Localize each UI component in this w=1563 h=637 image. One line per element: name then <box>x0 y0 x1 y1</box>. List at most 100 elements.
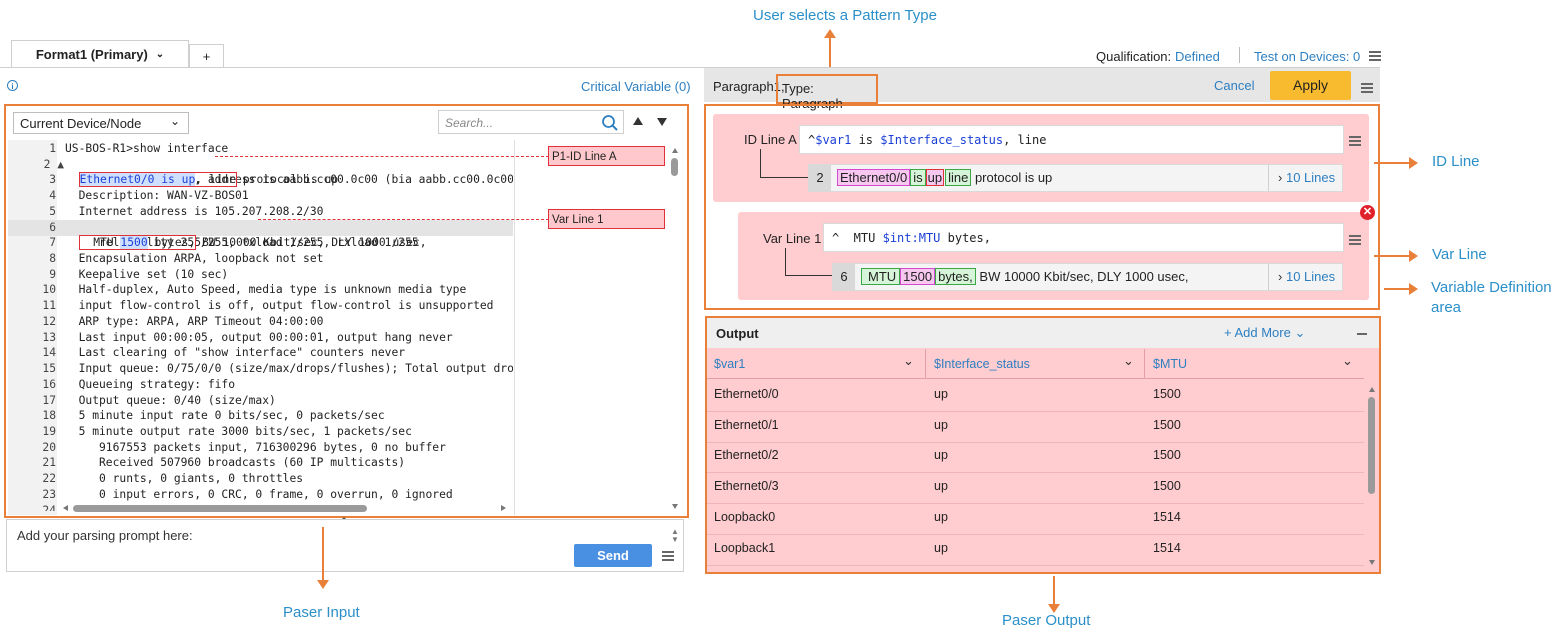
prompt-menu-icon[interactable] <box>662 549 674 563</box>
line-number: 19 <box>22 424 56 440</box>
cancel-button[interactable]: Cancel <box>1214 78 1254 93</box>
line-number: 16 <box>22 377 56 393</box>
header-divider <box>1239 47 1240 63</box>
var-def-callout-arrowhead <box>1409 283 1418 295</box>
code-line: input flow-control is off, output flow-c… <box>65 298 493 314</box>
id-sample-line-no: 2 <box>809 165 831 191</box>
pattern-type-arrowhead <box>824 29 836 38</box>
id-pattern-rest: , line <box>1003 133 1046 147</box>
code-line: ARP type: ARPA, ARP Timeout 04:00:00 <box>65 314 323 330</box>
id-sample-iface: Ethernet0/0 <box>837 169 910 186</box>
remove-var-line-icon[interactable]: ✕ <box>1360 205 1375 220</box>
prompt-placeholder: Add your parsing prompt here: <box>17 528 193 543</box>
id-sample-line: line <box>945 169 971 186</box>
line2-iface: Ethernet0/0 <box>80 173 155 186</box>
search-input[interactable]: Search... <box>438 110 624 134</box>
info-icon[interactable]: i <box>7 80 18 91</box>
code-line: Last clearing of "show interface" counte… <box>65 345 405 361</box>
id-pattern-is: is <box>851 133 880 147</box>
var-def-callout-arrow <box>1384 288 1410 290</box>
code-line: Output queue: 0/40 (size/max) <box>65 393 276 409</box>
line2-rest2: protocol is up <box>236 173 338 186</box>
line-number: 6 <box>22 220 56 236</box>
line-number: 15 <box>22 361 56 377</box>
code-view[interactable]: 1US-BOS-R1>show interface2 ▲3 Hardware i… <box>8 141 513 511</box>
var-line-match: MTU 1500 bytes, <box>80 236 196 249</box>
parser-output-frame <box>705 316 1381 574</box>
id-sample-rest: protocol is up <box>975 170 1052 185</box>
var-pattern-var: $int:MTU <box>883 231 941 245</box>
line-number: 12 <box>22 314 56 330</box>
id-line-callout-arrow <box>1374 162 1410 164</box>
var-line-menu-icon[interactable] <box>1349 233 1361 247</box>
scroll-up-icon[interactable] <box>672 148 678 153</box>
line-number: 22 <box>22 471 56 487</box>
search-prev-icon[interactable] <box>633 117 643 125</box>
code-line: Internet address is 105.207.208.2/30 <box>65 204 323 220</box>
id-line-pattern-input[interactable]: ^$var1 is $Interface_status, line <box>799 125 1344 154</box>
scroll-right-icon[interactable] <box>501 505 506 511</box>
id-line-match: Ethernet0/0 is up, line <box>80 173 236 186</box>
parser-input-arrow <box>322 527 324 581</box>
header-menu-icon[interactable] <box>1369 49 1381 63</box>
id-lines-link[interactable]: › 10 Lines <box>1278 170 1335 185</box>
pattern-menu-icon[interactable] <box>1361 81 1373 95</box>
line-number: 4 <box>22 188 56 204</box>
vertical-scrollbar[interactable] <box>671 158 678 176</box>
horizontal-scrollbar[interactable] <box>73 505 367 512</box>
tab-format1[interactable]: Format1 (Primary) ⌄ <box>11 40 189 68</box>
add-tab-button[interactable]: + <box>189 44 224 68</box>
device-select-value: Current Device/Node <box>20 116 141 131</box>
send-label: Send <box>597 548 629 563</box>
var-sample-no: 6 <box>840 269 847 284</box>
id-sample-no: 2 <box>816 170 823 185</box>
critical-variable-link[interactable]: Critical Variable (0) <box>581 79 691 94</box>
send-button[interactable]: Send <box>574 544 652 567</box>
code-line: 0 runts, 0 giants, 0 throttles <box>65 471 303 487</box>
qualification-value[interactable]: Defined <box>1175 49 1220 64</box>
line-number: 2 ▲ <box>30 157 64 173</box>
var-pattern-rest: bytes, <box>940 231 991 245</box>
prompt-scroll-icon[interactable]: ▲▼ <box>671 528 679 544</box>
var-sample-val: 1500 <box>900 268 935 285</box>
line2-is: is <box>154 173 181 186</box>
id-pattern-status: $Interface_status <box>880 133 1003 147</box>
id-line-menu-icon[interactable] <box>1349 134 1361 148</box>
test-on-devices-link[interactable]: Test on Devices: 0 <box>1254 49 1360 64</box>
line-number: 10 <box>22 282 56 298</box>
id-sample-is: is <box>910 169 925 186</box>
line-number: 3 <box>22 172 56 188</box>
line-number: 17 <box>22 393 56 409</box>
search-next-icon[interactable] <box>657 118 667 126</box>
var-line-tag[interactable]: Var Line 1 <box>548 209 665 229</box>
line-number: 23 <box>22 487 56 503</box>
id-sample-up: up <box>926 169 944 186</box>
apply-button[interactable]: Apply <box>1270 71 1351 100</box>
var-sample-line-no: 6 <box>833 264 855 290</box>
device-select[interactable]: Current Device/Node ⌄ <box>13 112 189 134</box>
var-line-callout-arrow <box>1374 255 1410 257</box>
line2-up: up <box>182 173 196 186</box>
id-line-tree-connector <box>760 149 808 178</box>
pattern-type-selector[interactable]: Type: Paragraph <box>776 74 878 104</box>
chevron-right-icon: › <box>1278 269 1282 284</box>
line-number: 11 <box>22 298 56 314</box>
line-number: 24 <box>22 503 56 511</box>
line-number: 21 <box>22 455 56 471</box>
line6-val: 1500 <box>120 236 147 249</box>
pattern-title-prefix: Paragraph1, <box>713 79 785 94</box>
scroll-down-icon[interactable] <box>672 504 678 509</box>
code-line: 0 input errors, 0 CRC, 0 frame, 0 overru… <box>65 487 453 503</box>
scroll-left-icon[interactable] <box>63 505 68 511</box>
parser-output-arrow <box>1053 576 1055 606</box>
var-pattern-mtu: MTU <box>839 231 882 245</box>
var-lines-link-label: 10 Lines <box>1286 269 1335 284</box>
code-line: 5 minute output rate 3000 bits/sec, 1 pa… <box>65 424 412 440</box>
var-lines-link[interactable]: › 10 Lines <box>1278 269 1335 284</box>
apply-label: Apply <box>1293 77 1328 93</box>
var-line-tree-connector <box>785 248 832 276</box>
code-line: Description: WAN-VZ-BOS01 <box>65 188 249 204</box>
id-line-tag[interactable]: P1-ID Line A <box>548 146 665 166</box>
line-number: 9 <box>22 267 56 283</box>
var-line-pattern-input[interactable]: ^ MTU $int:MTU bytes, <box>823 223 1344 252</box>
